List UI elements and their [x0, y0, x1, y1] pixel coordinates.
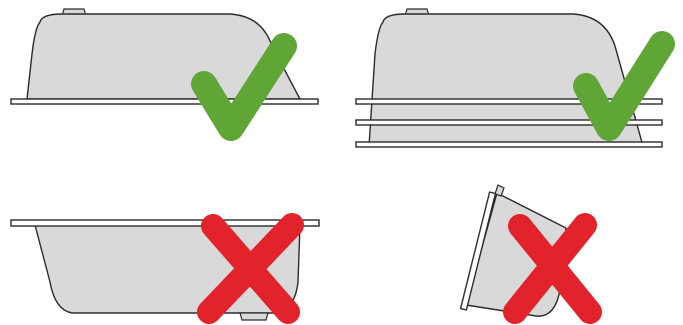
- tub-rim: [459, 191, 497, 311]
- cross-mark-icon: [197, 213, 304, 324]
- panel-tub-upright-on-rail: [10, 213, 320, 324]
- check-mark-icon: [191, 33, 297, 141]
- check-mark-icon: [573, 31, 675, 141]
- panel-tub-tilted-on-edge: [459, 184, 602, 324]
- rail: [10, 219, 320, 227]
- tub: [26, 13, 302, 100]
- cross-mark-icon: [503, 213, 602, 324]
- panel-tub-upside-down-on-rack: [355, 8, 675, 148]
- rack-shelf-top: [355, 98, 663, 105]
- panel-tub-upside-down-on-rail: [10, 8, 319, 141]
- tab: [239, 312, 269, 321]
- rack-shelf-bottom: [355, 141, 663, 148]
- tab: [494, 184, 505, 197]
- rail: [10, 98, 319, 105]
- rack-shelf-middle: [355, 119, 663, 126]
- tub: [368, 13, 644, 147]
